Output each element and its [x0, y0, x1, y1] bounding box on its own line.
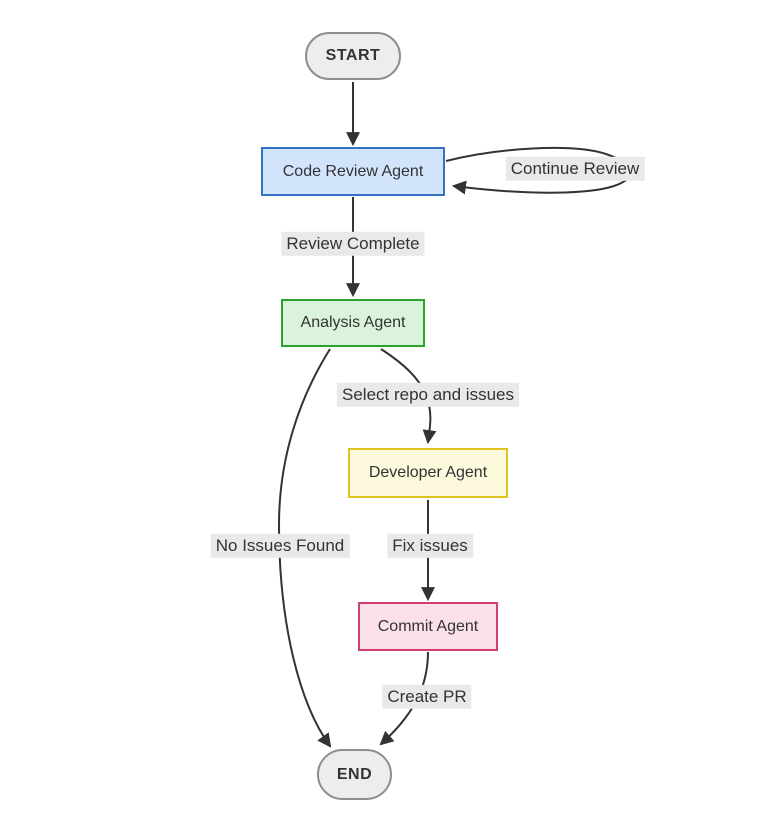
node-end: END: [317, 749, 392, 800]
edge-label-select-repo-and-issues: Select repo and issues: [337, 382, 519, 408]
node-code-review-agent-label: Code Review Agent: [282, 162, 424, 180]
edge-label-create-pr: Create PR: [382, 684, 472, 710]
node-end-label: END: [336, 765, 373, 783]
node-code-review-agent: Code Review Agent: [261, 147, 445, 196]
edge-label-review-complete: Review Complete: [281, 231, 425, 257]
node-developer-agent: Developer Agent: [348, 448, 508, 498]
edge-label-no-issues-found: No Issues Found: [210, 533, 350, 559]
node-analysis-agent-label: Analysis Agent: [300, 314, 406, 331]
edge-label-continue-review: Continue Review: [505, 156, 645, 182]
node-start-label: START: [325, 47, 381, 64]
edge-no-issues-found: [277, 348, 332, 748]
node-commit-agent: Commit Agent: [358, 602, 498, 651]
node-start: START: [305, 32, 401, 80]
edge-label-fix-issues: Fix issues: [387, 533, 473, 559]
node-analysis-agent: Analysis Agent: [281, 299, 425, 347]
node-developer-agent-label: Developer Agent: [368, 464, 488, 481]
node-commit-agent-label: Commit Agent: [377, 617, 479, 635]
